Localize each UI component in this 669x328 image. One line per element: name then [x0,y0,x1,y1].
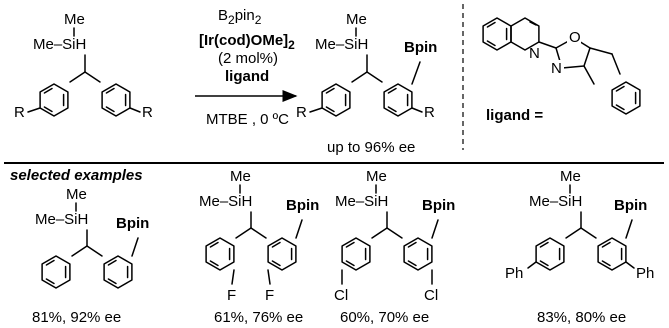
oxazoline-oxygen: O [569,29,581,46]
methyl-label: Me [64,11,85,28]
svg-text:Cl: Cl [424,287,438,304]
product-r-left: R [296,104,307,121]
example-4-result: 83%, 80% ee [537,309,626,326]
product-ring-right [383,83,413,117]
product: Me Me–SiH Bpin R R [296,11,437,121]
svg-text:Me: Me [66,186,87,203]
svg-text:Bpin: Bpin [422,197,455,214]
reagent-b2pin2: B2pin2 [218,7,262,27]
svg-text:Me: Me [560,168,581,185]
oxazoline-nitrogen: N [551,60,562,77]
svg-text:F: F [227,287,236,304]
example-3-result: 60%, 70% ee [340,309,429,326]
example-1-result: 81%, 92% ee [32,309,121,326]
svg-text:Ph: Ph [636,265,654,282]
catalyst-loading: (2 mol%) [218,50,278,67]
indane-benzo-ring [611,81,641,115]
svg-text:Cl: Cl [334,287,348,304]
ee-summary: up to 96% ee [327,139,415,156]
svg-text:Bpin: Bpin [116,215,149,232]
svg-text:Bpin: Bpin [286,197,319,214]
reaction-conditions: B2pin2 [Ir(cod)OMe]2 (2 mol%) ligand MTB… [195,7,298,128]
quinoline-benzo-ring [482,17,512,51]
svg-text:Me: Me [230,168,251,185]
example-2: Me Me–SiH Bpin F F 61%, 76% ee [199,168,319,326]
svg-text:Me–SiH: Me–SiH [335,193,388,210]
aryl-ring-right [101,83,131,117]
product-methyl-label: Me [346,11,367,28]
aryl-ring-left [39,83,69,117]
bpin-label: Bpin [404,39,437,56]
solvent-temperature: MTBE , 0 ºC [206,111,289,128]
example-3: Me Me–SiH Bpin Cl Cl 60%, 70% ee [334,168,455,326]
product-ring-left [321,83,351,117]
example-4: Me Me–SiH Bpin Ph Ph 83%, 80% ee [505,168,654,326]
ligand-reagent: ligand [225,68,269,85]
svg-text:Me: Me [366,168,387,185]
starting-material: Me Me–SiH R R [14,11,153,121]
section-title: selected examples [10,167,143,184]
example-2-result: 61%, 76% ee [214,309,303,326]
ligand-structure: N O N ligand = [482,17,641,124]
r-group-left: R [14,104,25,121]
svg-text:F: F [265,287,274,304]
quinoline-nitrogen: N [529,45,540,62]
example-1: Me Me–SiH Bpin 81%, 92% ee [32,186,149,326]
catalyst-label: [Ir(cod)OMe]2 [199,32,295,52]
svg-text:Ph: Ph [505,265,523,282]
svg-text:Me–SiH: Me–SiH [199,193,252,210]
silyl-label: Me–SiH [33,36,86,53]
svg-text:Me–SiH: Me–SiH [35,211,88,228]
ligand-equals-label: ligand = [486,107,543,124]
product-silyl-label: Me–SiH [315,36,368,53]
svg-text:Bpin: Bpin [614,197,647,214]
svg-text:Me–SiH: Me–SiH [529,193,582,210]
r-group-right: R [142,104,153,121]
product-r-right: R [424,104,435,121]
